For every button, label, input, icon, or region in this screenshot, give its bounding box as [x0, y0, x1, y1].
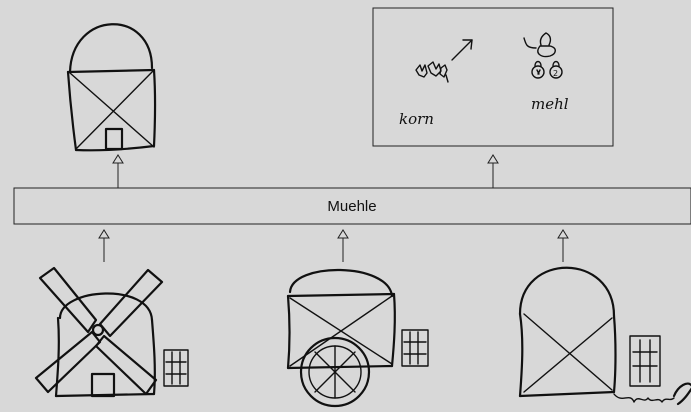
- output-arrow-right: [487, 154, 499, 188]
- svg-text:2: 2: [553, 69, 558, 78]
- input-arrow-2: [337, 229, 349, 262]
- grain-icon: [415, 61, 449, 83]
- input-arrow-3: [557, 229, 569, 262]
- arrow-right-icon: [451, 39, 473, 61]
- input-arrow-1: [98, 229, 110, 262]
- muehle-bar: Muehle: [13, 187, 691, 225]
- electric-mill-icon: [518, 266, 691, 406]
- muehle-label: Muehle: [327, 198, 376, 215]
- watermill-icon: [286, 268, 429, 408]
- output-arrow-left: [112, 154, 124, 188]
- output-word: mehl: [531, 95, 569, 113]
- mill-building-icon: [66, 23, 157, 152]
- flour-bags-icon: 2: [523, 32, 563, 79]
- input-word: korn: [399, 110, 434, 128]
- windmill-icon: [34, 266, 189, 398]
- legend-box: 2 korn mehl: [372, 7, 614, 147]
